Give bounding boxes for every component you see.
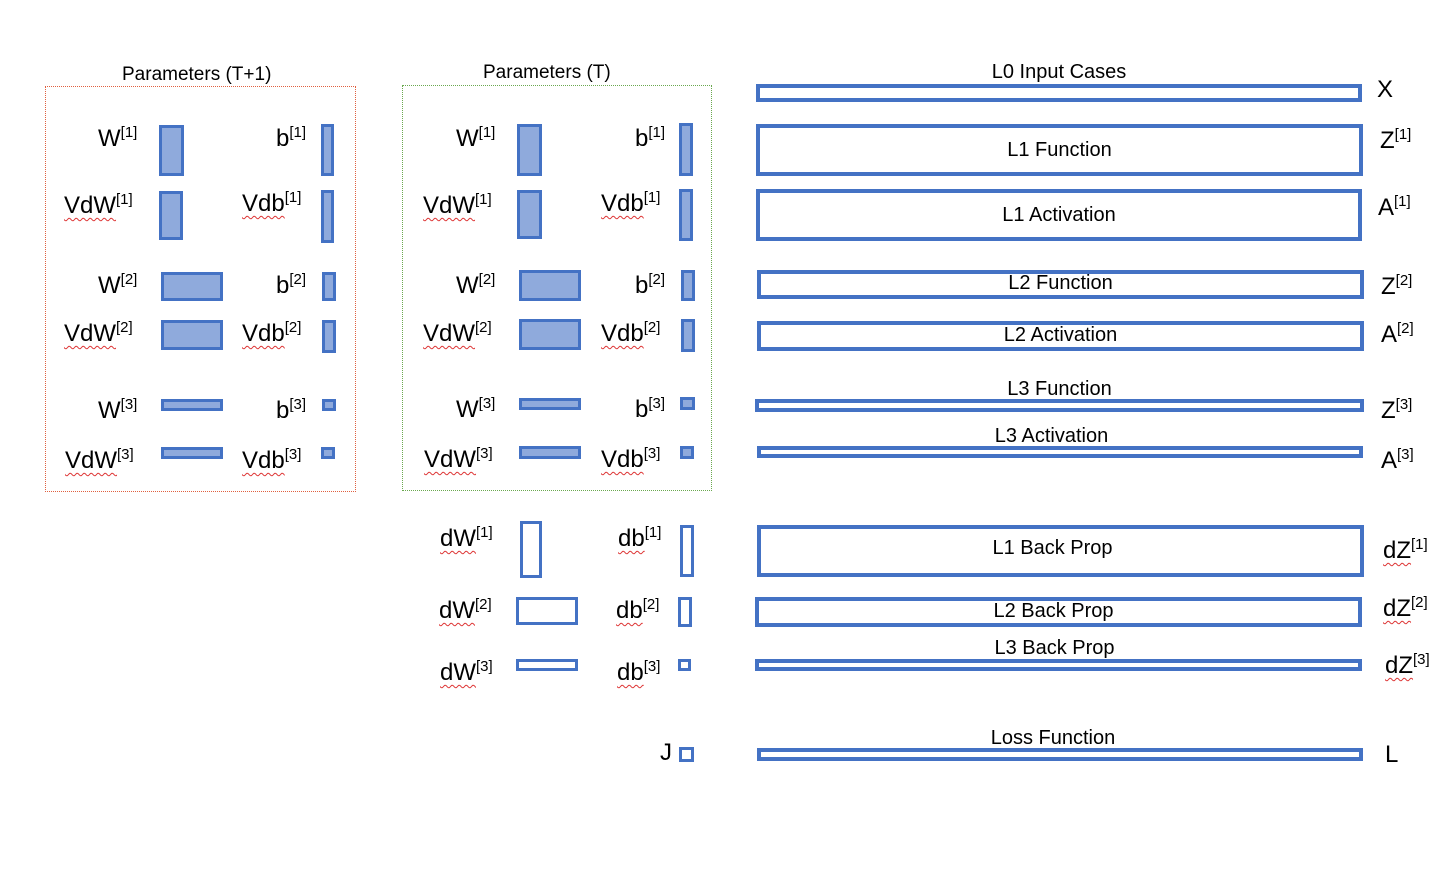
- layer-bar-l3-backprop: [755, 659, 1362, 671]
- label-w3-current: W[3]: [456, 395, 496, 423]
- output-a2: A[2]: [1381, 320, 1414, 348]
- label-db2: db[2]: [616, 596, 660, 624]
- matrix-vdw1-next: [159, 191, 183, 240]
- panel-next: [45, 86, 356, 492]
- label-vdb1-next: Vdb[1]: [242, 189, 302, 217]
- layer-label-l2-function: L2 Function: [1008, 272, 1113, 294]
- matrix-b3-current: [680, 397, 695, 410]
- output-dz2: dZ[2]: [1383, 594, 1428, 622]
- matrix-vdw1-current: [517, 190, 542, 239]
- matrix-w2-next: [161, 272, 223, 301]
- layer-label-l3-backprop: L3 Back Prop: [994, 637, 1115, 659]
- label-vdw1-next: VdW[1]: [64, 191, 133, 219]
- matrix-db3: [678, 659, 691, 671]
- label-db3: db[3]: [617, 658, 661, 686]
- output-a1: A[1]: [1378, 193, 1411, 221]
- label-vdb3-current: Vdb[3]: [601, 445, 661, 473]
- output-z3: Z[3]: [1381, 396, 1413, 424]
- output-z1: Z[1]: [1380, 126, 1412, 154]
- layer-bar-l1-activation: [756, 189, 1362, 241]
- label-w3-next: W[3]: [98, 396, 138, 424]
- label-b2-next: b[2]: [276, 271, 307, 299]
- label-w1-next: W[1]: [98, 124, 138, 152]
- matrix-w3-next: [161, 399, 223, 411]
- label-vdb3-next: Vdb[3]: [242, 446, 302, 474]
- matrix-w3-current: [519, 398, 581, 410]
- label-w2-next: W[2]: [98, 271, 138, 299]
- label-vdw2-current: VdW[2]: [423, 319, 492, 347]
- matrix-vdw2-next: [161, 320, 223, 350]
- label-cost-j: J: [660, 739, 672, 766]
- layer-label-loss: Loss Function: [990, 727, 1116, 749]
- label-dw3: dW[3]: [440, 658, 493, 686]
- matrix-b1-current: [679, 123, 693, 176]
- output-dz1: dZ[1]: [1383, 536, 1428, 564]
- layer-label-l1-activation: L1 Activation: [1002, 204, 1116, 226]
- output-a3: A[3]: [1381, 446, 1414, 474]
- label-b1-next: b[1]: [276, 124, 307, 152]
- matrix-b3-next: [322, 399, 336, 411]
- matrix-vdw3-current: [519, 446, 581, 459]
- label-vdw3-current: VdW[3]: [424, 445, 493, 473]
- label-vdw2-next: VdW[2]: [64, 319, 133, 347]
- layer-bar-loss: [757, 748, 1363, 761]
- matrix-dw2: [516, 597, 578, 625]
- label-vdb1-current: Vdb[1]: [601, 189, 661, 217]
- matrix-b2-next: [322, 272, 336, 301]
- panel-title-current: Parameters (T): [483, 62, 611, 83]
- layer-bar-l3-activation: [757, 446, 1363, 458]
- label-vdw3-next: VdW[3]: [65, 446, 134, 474]
- panel-title-next: Parameters (T+1): [122, 64, 272, 85]
- label-vdb2-next: Vdb[2]: [242, 319, 302, 347]
- panel-current: [402, 85, 712, 491]
- matrix-w2-current: [519, 270, 581, 301]
- layer-bar-input: [756, 84, 1362, 102]
- label-w1-current: W[1]: [456, 124, 496, 152]
- matrix-cost-j: [679, 747, 694, 762]
- matrix-b2-current: [681, 270, 695, 301]
- output-l: L: [1385, 741, 1399, 768]
- layer-label-l3-activation: L3 Activation: [994, 425, 1109, 447]
- matrix-vdb3-current: [680, 446, 694, 459]
- matrix-dw3: [516, 659, 578, 671]
- label-dw1: dW[1]: [440, 524, 493, 552]
- layer-label-l3-function: L3 Function: [1007, 378, 1112, 400]
- label-vdw1-current: VdW[1]: [423, 191, 492, 219]
- matrix-vdb2-next: [322, 320, 336, 353]
- label-dw2: dW[2]: [439, 596, 492, 624]
- layer-label-l1-function: L1 Function: [1007, 139, 1112, 161]
- matrix-dw1: [520, 521, 542, 578]
- label-b2-current: b[2]: [635, 271, 666, 299]
- label-w2-current: W[2]: [456, 271, 496, 299]
- output-z2: Z[2]: [1381, 272, 1413, 300]
- matrix-vdb3-next: [321, 447, 335, 459]
- layer-bar-l1-function: [756, 124, 1363, 176]
- layer-bar-l3-function: [755, 399, 1364, 412]
- matrix-db1: [680, 525, 694, 577]
- label-b3-current: b[3]: [635, 395, 666, 423]
- layer-label-l2-backprop: L2 Back Prop: [993, 600, 1114, 622]
- layer-label-l1-backprop: L1 Back Prop: [992, 537, 1113, 559]
- label-db1: db[1]: [618, 524, 662, 552]
- matrix-vdb1-next: [321, 190, 334, 243]
- layer-label-input: L0 Input Cases: [991, 61, 1127, 83]
- matrix-db2: [678, 597, 692, 627]
- matrix-b1-next: [321, 124, 334, 176]
- matrix-vdw2-current: [519, 319, 581, 350]
- layer-label-l2-activation: L2 Activation: [1003, 324, 1118, 346]
- matrix-vdb1-current: [679, 189, 693, 241]
- layer-bar-l2-activation: [757, 321, 1364, 351]
- label-b1-current: b[1]: [635, 124, 666, 152]
- label-b3-next: b[3]: [276, 396, 307, 424]
- matrix-vdb2-current: [681, 319, 695, 352]
- matrix-w1-current: [517, 124, 542, 176]
- layer-bar-l1-backprop: [757, 525, 1364, 577]
- matrix-vdw3-next: [161, 447, 223, 459]
- layer-bar-l2-backprop: [755, 597, 1362, 627]
- output-x: X: [1377, 76, 1394, 103]
- output-dz3: dZ[3]: [1385, 651, 1430, 679]
- layer-bar-l2-function: [757, 270, 1364, 299]
- matrix-w1-next: [159, 125, 184, 176]
- label-vdb2-current: Vdb[2]: [601, 319, 661, 347]
